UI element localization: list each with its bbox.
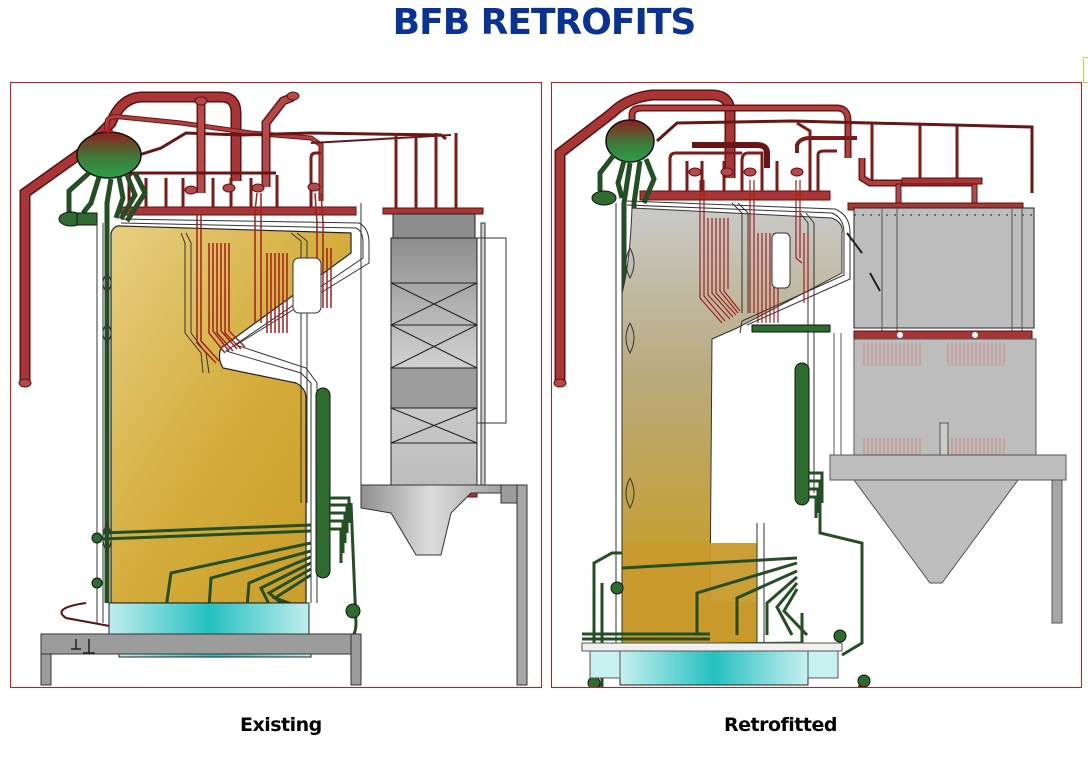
- upper-tube-bank: [863, 343, 1005, 366]
- wall-expansion-joints: [625, 247, 635, 510]
- corner-marker: [1083, 57, 1088, 83]
- superheater-tube-banks: [699, 180, 809, 324]
- support-structure: [40, 633, 362, 686]
- diagram-retrofitted: [551, 82, 1082, 688]
- economizer-hopper: [360, 484, 502, 556]
- furnace-walls: [96, 218, 370, 623]
- drum-valve-icon: [103, 127, 113, 133]
- drum-steam-pipes: [104, 91, 452, 201]
- slide-title: BFB RETROFITS: [392, 2, 697, 43]
- distribution-header: [591, 190, 617, 206]
- furnace: [110, 225, 352, 604]
- lower-tube-bank: [863, 438, 1005, 459]
- bed-feed-pipes: [102, 523, 312, 610]
- air-plenum: [108, 602, 310, 636]
- backpass-hopper: [829, 454, 1067, 584]
- main-steam-line: [18, 91, 242, 388]
- superheater-tube-banks: [196, 192, 332, 364]
- air-plenum: [619, 647, 809, 686]
- bed-nozzle-headers: [587, 581, 871, 687]
- economizer-column: [360, 133, 507, 494]
- steam-drum: [605, 119, 655, 163]
- new-header: [751, 324, 831, 333]
- support-column: [1051, 479, 1063, 624]
- backpass-heat-exchanger: [833, 207, 1037, 467]
- diagram-existing: [10, 82, 542, 688]
- caption-existing: Existing: [240, 714, 322, 736]
- riser-bundle: [809, 471, 864, 657]
- drum-steam-pipes: [628, 104, 1034, 193]
- left-nozzles: [91, 532, 103, 589]
- screen-tubes: [292, 257, 322, 314]
- caption-retrofitted: Retrofitted: [724, 714, 837, 736]
- superheater-header: [639, 142, 837, 201]
- steam-drum: [76, 131, 142, 179]
- external-downcomer: [794, 362, 810, 506]
- external-downcomer: [315, 387, 331, 579]
- downcomer-pipes: [66, 171, 148, 603]
- support-column: [516, 484, 528, 686]
- riser-bundle: [330, 496, 358, 643]
- screen-tubes: [771, 232, 791, 289]
